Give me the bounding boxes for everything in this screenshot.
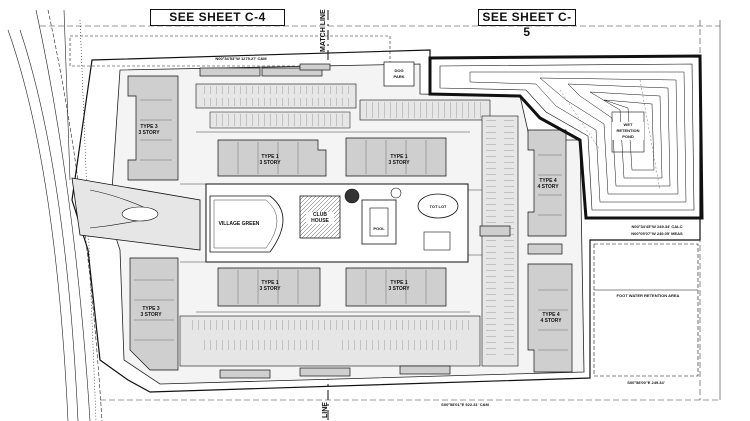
building-label-type1-bottom-right: TYPE 1 3 STORY: [388, 280, 410, 292]
bottom-right-bearing-label: S00°58'00"E 249.34': [627, 380, 665, 385]
retention-pond-label: WET RETENTION POND: [612, 122, 644, 140]
village-green-label: VILLAGE GREEN: [218, 221, 260, 227]
right-calc-bearing-1: N00°34'45"W 249.34' CALC: [631, 224, 683, 229]
dog-park-label: DOG PARK: [393, 68, 405, 79]
foot-water-retention-label: FOOT WATER RETENTION AREA: [616, 293, 680, 298]
building-label-type4-bottom: TYPE 4 4 STORY: [540, 312, 562, 324]
top-bearing-label: N00°34'53"W 1275.27' C&M: [215, 56, 267, 61]
building-label-type3-bottom: TYPE 3 3 STORY: [140, 306, 162, 318]
building-label-type4-top: TYPE 4 4 STORY: [537, 178, 559, 190]
pool-label: POOL: [373, 226, 385, 231]
club-house-label: CLUB HOUSE: [306, 212, 334, 224]
building-label-type1-top-center: TYPE 1 3 STORY: [259, 154, 281, 166]
building-label-type3-top: TYPE 3 3 STORY: [138, 124, 160, 136]
bottom-bearing-label: S00°58'01"E 922.31' C&M: [441, 402, 489, 407]
building-label-type1-top-right: TYPE 1 3 STORY: [388, 154, 410, 166]
site-entrance: [71, 177, 201, 251]
parking-top: [195, 83, 491, 129]
parking-right: [179, 115, 519, 367]
sheet-ref-c4: SEE SHEET C-4: [150, 9, 285, 26]
right-calc-bearing-2: N00°05'07"W 249.05' MEAS: [631, 231, 683, 236]
foot-water-retention-area: [593, 20, 721, 400]
sheet-ref-c5: SEE SHEET C-5: [478, 9, 576, 39]
buildings: [127, 61, 573, 379]
tot-lot-label: TOT LOT: [429, 204, 447, 209]
building-label-type1-bottom-center: TYPE 1 3 STORY: [259, 280, 281, 292]
wet-retention-pond: [428, 54, 704, 220]
